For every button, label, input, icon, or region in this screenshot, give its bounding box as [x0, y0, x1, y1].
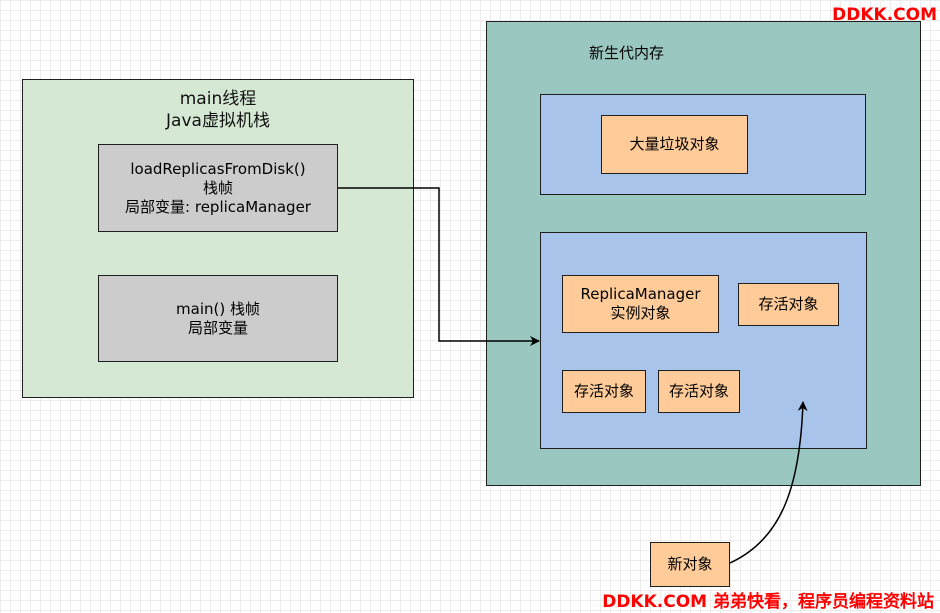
frame-local-variable: 局部变量: replicaManager [125, 197, 311, 216]
watermark-bottom: DDKK.COM 弟弟快看，程序员编程资料站 [602, 592, 934, 612]
frame-local-variable: 局部变量 [187, 318, 248, 337]
live-object-1: 存活对象 [738, 283, 839, 326]
watermark-top: DDKK.COM [832, 5, 937, 25]
replica-manager-object: ReplicaManager 实例对象 [562, 275, 719, 333]
stack-frame-main: main() 栈帧 局部变量 [98, 275, 338, 362]
reference-arrow [338, 187, 540, 346]
frame-method-name: loadReplicasFromDisk() [130, 159, 306, 178]
live-object-label: 存活对象 [573, 382, 634, 400]
live-object-label: 存活对象 [758, 295, 819, 313]
frame-method-name: main() 栈帧 [176, 299, 260, 318]
allocation-arrow [729, 401, 808, 564]
live-object-3: 存活对象 [658, 370, 740, 413]
stack-title-thread: main线程 [179, 89, 257, 109]
live-object-label: 存活对象 [668, 382, 729, 400]
stack-frame-load-replicas: loadReplicasFromDisk() 栈帧 局部变量: replicaM… [98, 144, 338, 232]
stack-title-name: Java虚拟机栈 [166, 111, 270, 131]
young-generation-title: 新生代内存 [589, 44, 665, 62]
jvm-stack-title: main线程 Java虚拟机栈 [23, 88, 413, 132]
live-object-2: 存活对象 [562, 370, 646, 413]
frame-label: 栈帧 [202, 178, 233, 197]
garbage-objects-box: 大量垃圾对象 [601, 115, 748, 174]
garbage-objects-label: 大量垃圾对象 [629, 135, 720, 153]
replica-object-class: ReplicaManager [580, 285, 701, 303]
replica-object-label: 实例对象 [610, 304, 671, 322]
new-object-box: 新对象 [650, 542, 730, 587]
new-object-label: 新对象 [667, 555, 713, 573]
